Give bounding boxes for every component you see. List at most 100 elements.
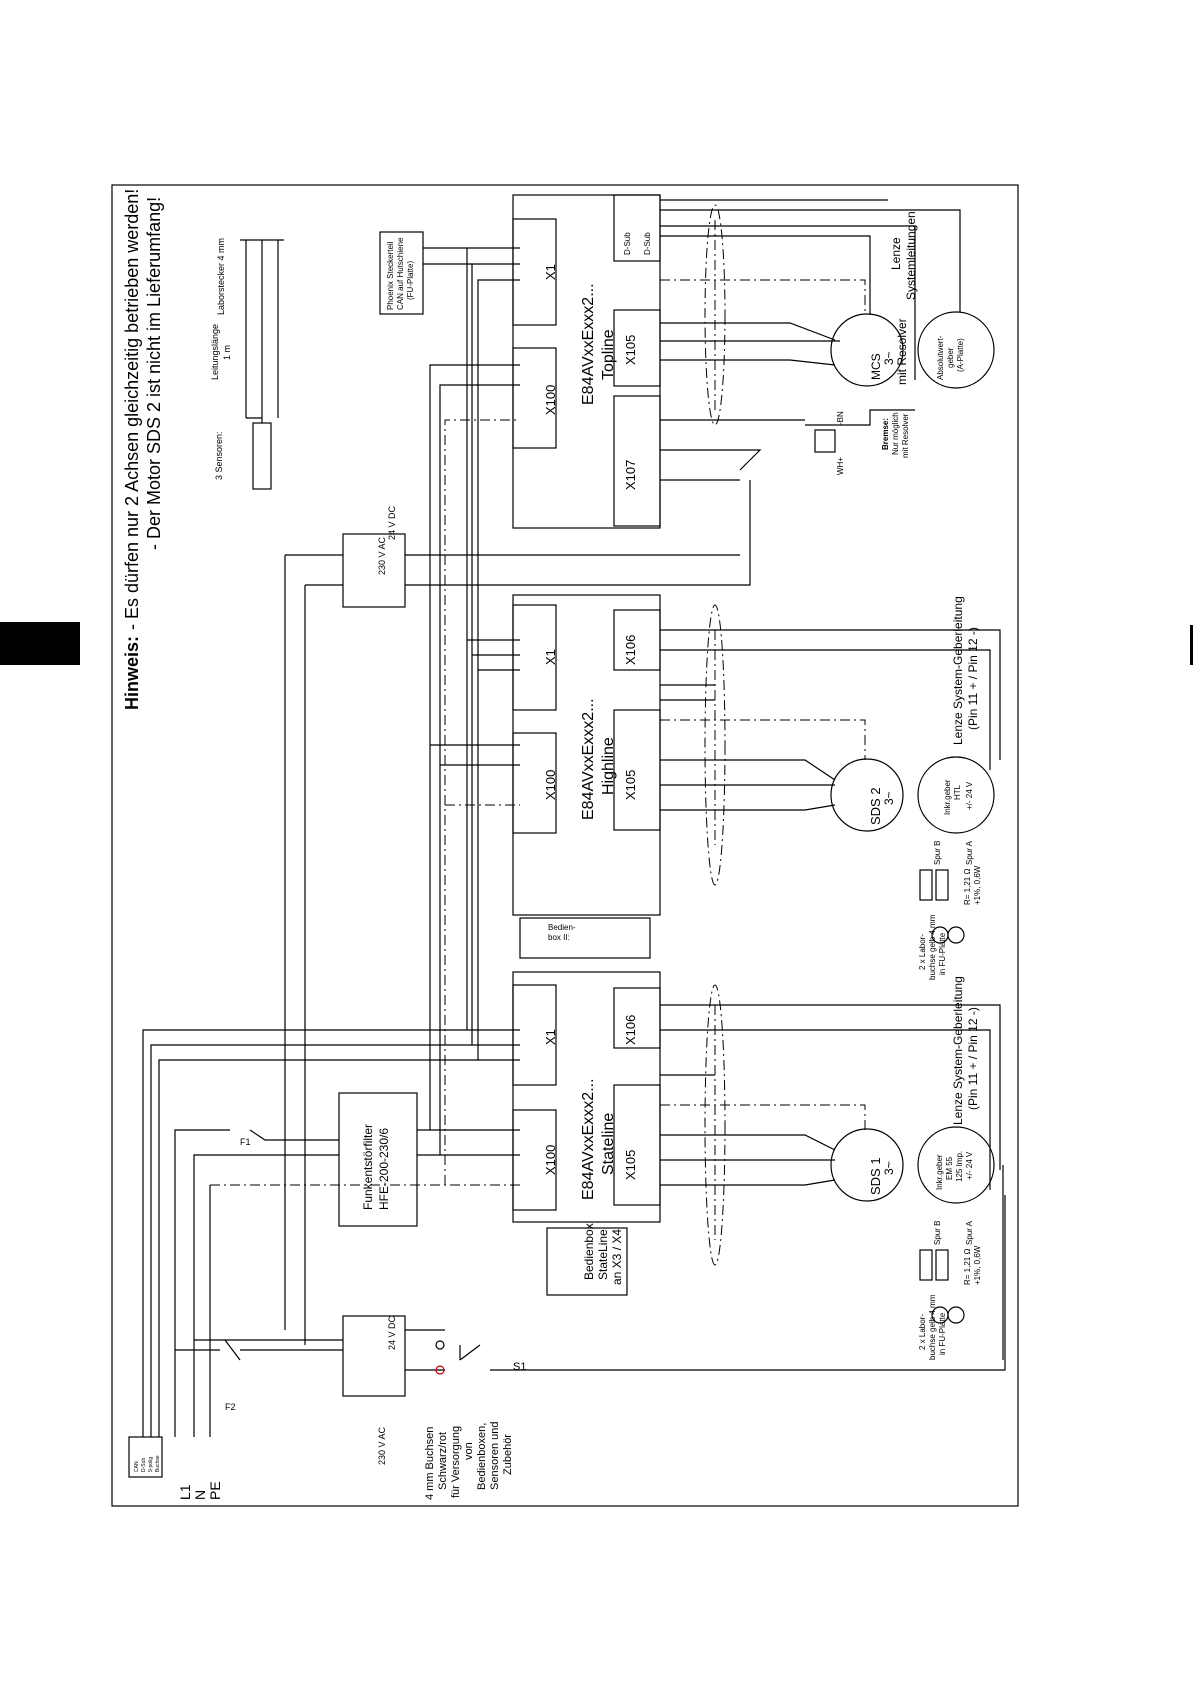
brake-line3: mit Resolver — [901, 413, 910, 458]
can-socket-1: CAN — [134, 1461, 140, 1472]
cable-length-label: Leitungslänge — [210, 324, 220, 380]
drive-stateline-variant: Stateline — [600, 1113, 617, 1175]
plug-label: Laborstecker 4 mm — [216, 238, 226, 315]
phoenix-line3: (FU-Platte) — [406, 261, 415, 300]
sds1-phase: 3~ — [882, 1161, 896, 1175]
feedback-high-2: (Pin 11 + / Pin 12 -) — [966, 627, 980, 730]
bedienbox-stateline-box — [546, 1227, 628, 1296]
htl-line2: HTL — [953, 784, 962, 800]
diagram-frame — [111, 184, 1019, 1507]
bedienbox-stateline-2: StateLine — [596, 1229, 610, 1280]
htl-sockets-2: buchse gelb 4 mm — [928, 914, 937, 980]
drive-stateline — [512, 971, 661, 1223]
chapter-tab-marker — [0, 622, 80, 665]
em55-line2: EM 55 — [945, 1156, 954, 1180]
drive-topline-model: E84AVxxExxx2... — [580, 283, 597, 405]
absolute-encoder — [917, 311, 995, 389]
filter-line2: HFE-200-230/6 — [377, 1128, 391, 1210]
sockets-note-5: Bedienboxen, — [476, 1423, 488, 1490]
sockets-note-1: 4 mm Buchsen — [424, 1427, 436, 1500]
power-supply-top — [342, 533, 406, 608]
rfi-filter — [338, 1092, 418, 1227]
drive-topline — [512, 194, 661, 529]
x105-state: X105 — [623, 1150, 638, 1180]
drive-topline-variant: Topline — [600, 329, 617, 380]
sockets-note-4: von — [463, 1442, 475, 1460]
brake-wh: WH+ — [836, 457, 845, 475]
ps-dc-bottom: 24 V DC — [387, 1315, 397, 1350]
htl-line3: +/- 24 V — [965, 781, 974, 810]
x1-top: X1 — [543, 264, 558, 280]
motor-sds2 — [830, 758, 904, 832]
em55-sockets-2: buchse gelb 4 mm — [928, 1294, 937, 1360]
em55-sockets-3: in FU-Platte — [938, 1312, 947, 1355]
x100-top: X100 — [543, 385, 558, 415]
can-socket-box — [128, 1436, 163, 1478]
sds1-name: SDS 1 — [868, 1157, 883, 1195]
mcs-phase: 3~ — [882, 351, 896, 365]
htl-sockets-1: 2 x Labor- — [918, 934, 927, 970]
em55-spur-a: Spur A — [965, 1220, 974, 1245]
x100-state: X100 — [543, 1145, 558, 1175]
mains-l1: L1 — [177, 1484, 193, 1500]
lenze-system-1: Lenze — [889, 237, 903, 270]
ps-ac-top: 230 V AC — [377, 536, 387, 575]
mcs-name: MCS — [869, 353, 883, 380]
encoder-em55 — [917, 1126, 995, 1204]
ps-dc-top: 24 V DC — [387, 505, 397, 540]
can-socket-4: Buchse — [155, 1455, 161, 1472]
feedback-state-2: (Pin 11 + / Pin 12 -) — [966, 1007, 980, 1110]
sockets-note-3: für Versorgung — [450, 1426, 462, 1498]
abs-encoder-1: Absolutwert- — [936, 335, 945, 380]
x100-high: X100 — [543, 770, 558, 800]
feedback-high-1: Lenze System-Geberleitung — [951, 596, 965, 745]
em55-line4: +/- 24 V — [965, 1151, 974, 1180]
sensors-label: 3 Sensoren: — [214, 431, 224, 480]
abs-encoder-3: (A-Platte) — [956, 338, 965, 372]
em55-resistor-2: +1%, 0,6W — [973, 1245, 982, 1285]
mcs-extra: mit Resolver — [895, 318, 909, 385]
htl-resistor-2: +1%, 0,6W — [973, 865, 982, 905]
em55-line1: Inkr.geber — [935, 1154, 944, 1190]
em55-sockets-1: 2 x Labor- — [918, 1314, 927, 1350]
x107-top: X107 — [623, 460, 638, 490]
dsub-2: D-Sub — [643, 232, 652, 255]
dsub-1: D-Sub — [623, 232, 632, 255]
htl-line1: Inkr.geber — [943, 779, 952, 815]
hint-title: Hinweis: — [122, 636, 142, 710]
x106-high: X106 — [623, 635, 638, 665]
bedienbox-stateline-3: an X3 / X4 — [610, 1229, 624, 1285]
em55-resistor-1: R= 1,21 Ω — [963, 1249, 972, 1285]
mains-pe: PE — [207, 1481, 223, 1500]
phoenix-can-terminal — [379, 231, 424, 315]
sds2-phase: 3~ — [882, 791, 896, 805]
fuse-f1: F1 — [240, 1137, 251, 1147]
encoder-htl — [917, 756, 995, 834]
htl-spur-b: Spur B — [933, 841, 942, 865]
sensor-body — [252, 422, 272, 490]
brake-line2: Nur möglich — [891, 412, 900, 455]
motor-mcs — [830, 313, 904, 387]
page-edge-marker — [1190, 625, 1193, 665]
power-supply-bottom — [342, 1315, 406, 1397]
fuse-f2: F2 — [225, 1402, 236, 1412]
bedienbox-ii-box — [519, 917, 651, 959]
lenze-system-2: Systemleitungen — [904, 211, 918, 300]
brake-bn: -BN — [836, 411, 845, 425]
htl-sockets-3: in FU-Platte — [938, 932, 947, 975]
bedienbox-ii-2: box II: — [548, 933, 570, 942]
hint-line1: - Es dürfen nur 2 Achsen gleichzeitig be… — [122, 189, 142, 630]
drive-highline-model: E84AVxxExxx2... — [580, 698, 597, 820]
x106-state: X106 — [623, 1015, 638, 1045]
htl-spur-a: Spur A — [965, 840, 974, 865]
switch-s1: S1 — [513, 1361, 526, 1373]
x1-state: X1 — [543, 1029, 558, 1045]
filter-line1: Funkentstörfilter — [361, 1124, 375, 1210]
x105-top: X105 — [623, 335, 638, 365]
em55-spur-b: Spur B — [933, 1221, 942, 1245]
bedienbox-ii-1: Bedien- — [548, 923, 576, 932]
sockets-note-7: Zubehör — [502, 1434, 514, 1475]
sockets-note-6: Sensoren und — [489, 1422, 501, 1491]
